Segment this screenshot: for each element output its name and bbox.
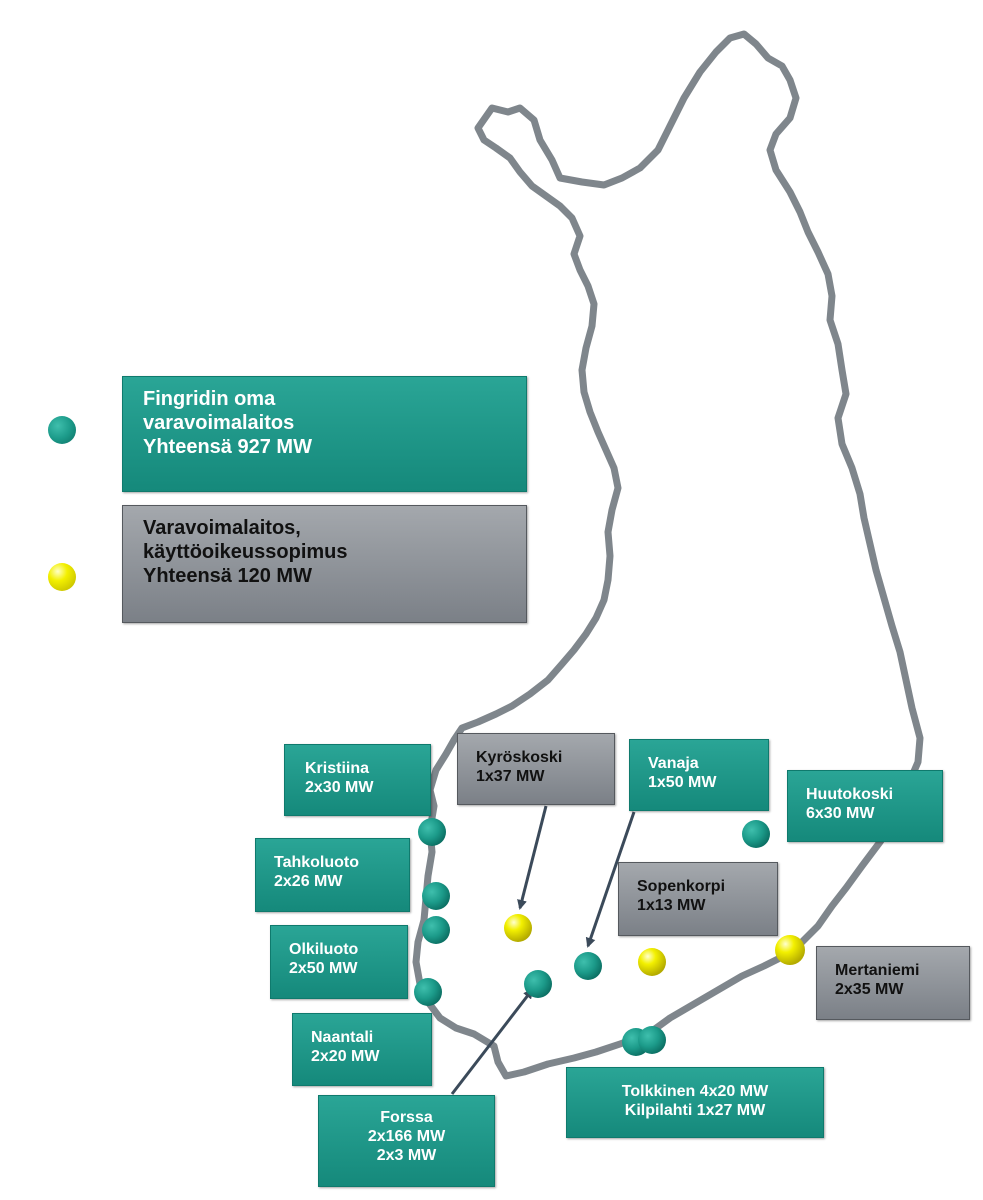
label-tahkoluoto: Tahkoluoto 2x26 MW [255,838,410,912]
legend-own-line-3: Yhteensä 927 MW [143,436,312,458]
label-kyroskoski: Kyröskoski 1x37 MW [457,733,615,805]
sopenkorpi-name: Sopenkorpi [637,878,726,895]
forssa-capacity-1: 2x166 MW [367,1128,446,1146]
tahkoluoto-capacity: 2x26 MW [274,873,343,891]
kilpilahti-line: Kilpilahti 1x27 MW [624,1102,766,1120]
olkiluoto-name: Olkiluoto [289,941,359,958]
vanaja-capacity: 1x50 MW [648,774,717,792]
naantali-name: Naantali [311,1029,374,1046]
olkiluoto-capacity: 2x50 MW [289,960,358,978]
finland-outline [412,30,924,1080]
marker-vanaja [574,952,602,980]
huutokoski-name: Huutokoski [806,786,894,803]
tahkoluoto-name: Tahkoluoto [274,854,360,871]
marker-kyroskoski [504,914,532,942]
kyroskoski-capacity: 1x37 MW [476,768,545,786]
label-huutokoski: Huutokoski 6x30 MW [787,770,943,842]
teal-dot-icon [48,416,76,444]
arrow-forssa [450,988,534,1095]
marker-tahkoluoto-2 [422,916,450,944]
sopenkorpi-capacity: 1x13 MW [637,897,706,915]
marker-tahkoluoto [422,882,450,910]
forssa-name: Forssa [380,1109,433,1126]
marker-forssa [524,970,552,998]
label-vanaja: Vanaja 1x50 MW [629,739,769,811]
marker-kilpilahti [638,1026,666,1054]
mertaniemi-capacity: 2x35 MW [835,981,904,999]
legend-contract-plants: Varavoimalaitos, käyttöoikeussopimus Yht… [122,505,527,623]
legend-contract-line-3: Yhteensä 120 MW [143,565,312,587]
arrow-kyroskoski [517,805,548,910]
label-sopenkorpi: Sopenkorpi 1x13 MW [618,862,778,936]
label-naantali: Naantali 2x20 MW [292,1013,432,1086]
kristiina-name: Kristiina [305,760,370,777]
huutokoski-capacity: 6x30 MW [806,805,875,823]
legend-contract-line-2: käyttöoikeussopimus [143,541,348,563]
tolkkinen-line: Tolkkinen 4x20 MW [621,1083,769,1100]
yellow-dot-icon [48,563,76,591]
marker-sopenkorpi [638,948,666,976]
forssa-capacity-2: 2x3 MW [376,1147,437,1165]
legend-own-plants: Fingridin oma varavoimalaitos Yhteensä 9… [122,376,527,492]
kyroskoski-name: Kyröskoski [476,749,563,766]
marker-mertaniemi [775,935,805,965]
plant-markers [414,818,805,1056]
naantali-capacity: 2x20 MW [311,1048,380,1066]
mertaniemi-name: Mertaniemi [835,962,920,979]
label-forssa: Forssa 2x166 MW 2x3 MW [318,1095,495,1187]
label-olkiluoto: Olkiluoto 2x50 MW [270,925,408,999]
legend-own-line-1: Fingridin oma [143,388,276,410]
legend-contract-line-1: Varavoimalaitos, [143,517,301,539]
label-kristiina: Kristiina 2x30 MW [284,744,431,816]
vanaja-name: Vanaja [648,755,699,772]
label-mertaniemi: Mertaniemi 2x35 MW [816,946,970,1020]
marker-olkiluoto [414,978,442,1006]
label-tolkkinen-kilpilahti: Tolkkinen 4x20 MW Kilpilahti 1x27 MW [566,1067,824,1138]
kristiina-capacity: 2x30 MW [305,779,374,797]
marker-huutokoski [742,820,770,848]
legend-own-line-2: varavoimalaitos [143,412,295,434]
arrow-vanaja [585,811,636,948]
marker-kristiina [418,818,446,846]
